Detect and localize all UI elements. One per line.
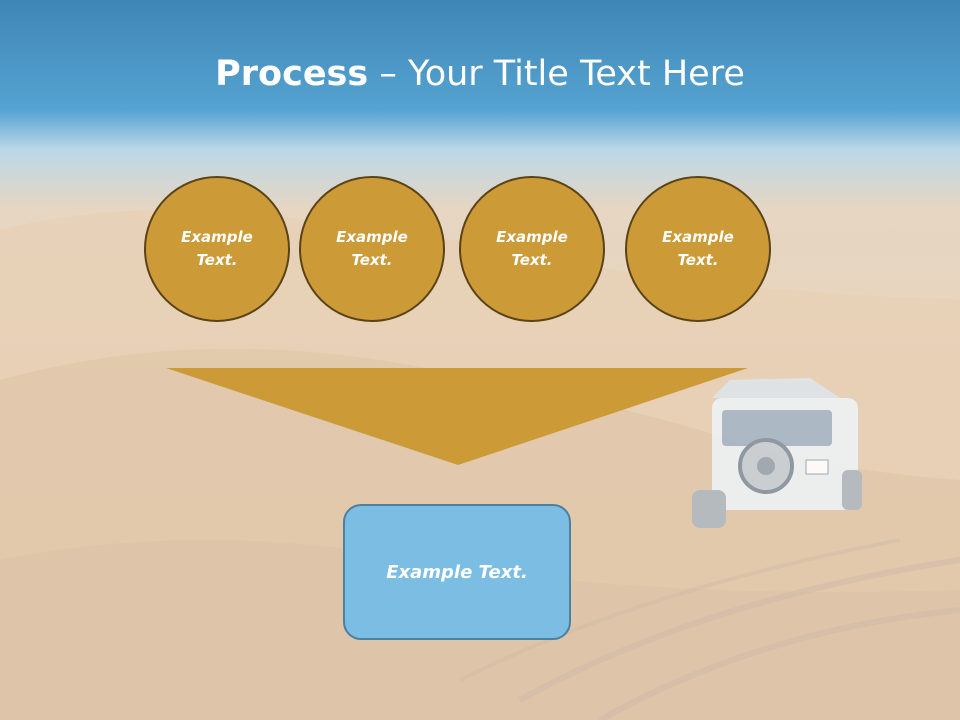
slide-title: Process – Your Title Text Here	[0, 52, 960, 96]
title-rest-part: – Your Title Text Here	[368, 54, 745, 94]
process-step-label: Example Text.	[336, 228, 408, 269]
result-box: Example Text.	[343, 504, 571, 640]
title-bold-part: Process	[215, 54, 369, 94]
process-step-circle-1: Example Text.	[144, 176, 290, 322]
process-step-circle-3: Example Text.	[459, 176, 605, 322]
process-step-circle-4: Example Text.	[625, 176, 771, 322]
vehicle-image	[692, 378, 862, 528]
process-step-label: Example Text.	[496, 228, 568, 269]
process-step-label: Example Text.	[662, 228, 734, 269]
process-step-circle-2: Example Text.	[299, 176, 445, 322]
result-label: Example Text.	[386, 561, 528, 583]
process-step-label: Example Text.	[181, 228, 253, 269]
